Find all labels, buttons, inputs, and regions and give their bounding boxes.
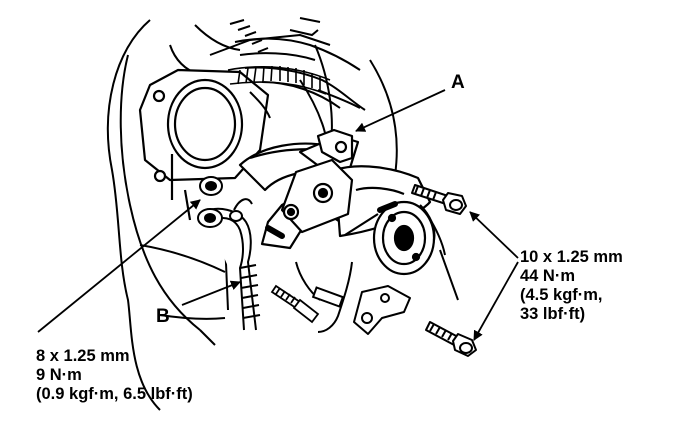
threaded-rod xyxy=(270,284,320,324)
ground-cable xyxy=(197,198,261,331)
left-spec-line3: (0.9 kgf·m, 6.5 lbf·ft) xyxy=(36,385,193,403)
left-spec-line1: 8 x 1.25 mm xyxy=(36,347,130,365)
wire-harness xyxy=(229,17,366,119)
leader-right-upper xyxy=(469,211,519,259)
corrugated-hose xyxy=(227,65,331,95)
left-bolt-torque-spec: 8 x 1.25 mm 9 N·m (0.9 kgf·m, 6.5 lbf·ft… xyxy=(36,347,193,404)
right-spec-line4: 33 lbf·ft) xyxy=(520,305,586,323)
leader-left-torque xyxy=(37,199,201,333)
sensor-wire xyxy=(295,261,353,333)
right-spec-line2: 44 N·m xyxy=(520,267,576,285)
lower-bracket xyxy=(353,285,411,335)
lower-mounting-bolt xyxy=(425,321,477,357)
right-spec-line1: 10 x 1.25 mm xyxy=(520,248,623,266)
upper-mounting-bolt xyxy=(411,184,467,215)
starter-shading xyxy=(265,201,398,239)
flange-nut xyxy=(199,176,223,196)
right-spec-line3: (4.5 kgf·m, xyxy=(520,286,603,304)
callout-a-label: A xyxy=(451,72,465,93)
leader-a xyxy=(355,89,446,132)
leader-right-lower xyxy=(473,261,519,341)
right-bolt-torque-spec: 10 x 1.25 mm 44 N·m (4.5 kgf·m, 33 lbf·f… xyxy=(520,248,623,324)
left-spec-line2: 9 N·m xyxy=(36,366,82,384)
engine-mounting-flange xyxy=(138,68,270,221)
starter-motor xyxy=(238,128,436,276)
leader-lines xyxy=(37,89,519,341)
leader-b xyxy=(181,280,241,306)
callout-b-label: B xyxy=(156,306,170,327)
